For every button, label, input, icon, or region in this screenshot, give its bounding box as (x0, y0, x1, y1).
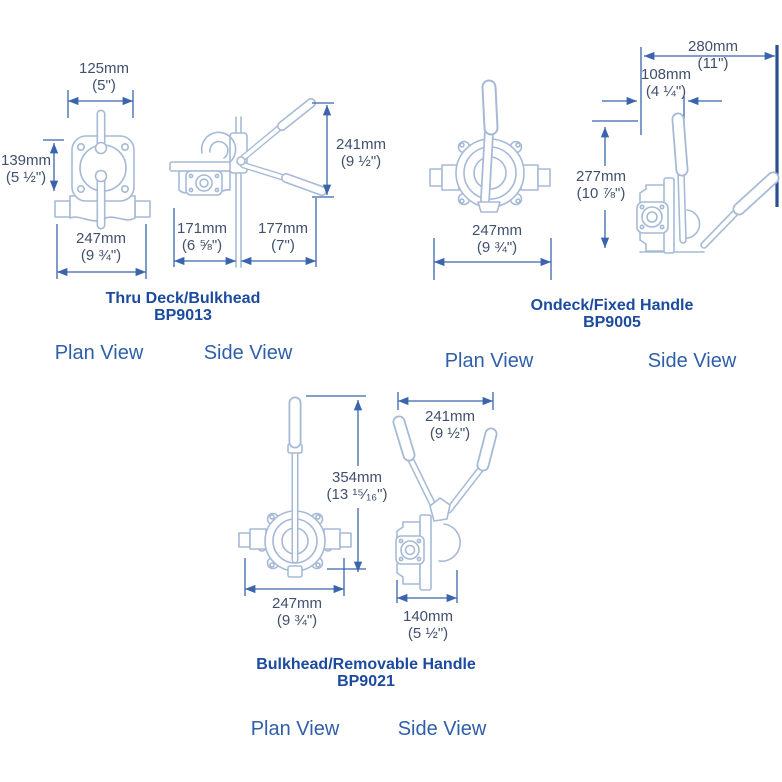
bp9005-model: BP9005 (583, 314, 641, 331)
bp9013-plan-width-bottom-dim: 247mm (9 ¾") (75, 230, 127, 264)
bp9013-plan-drawing (43, 90, 151, 279)
bp9005-side-view-label: Side View (647, 350, 737, 372)
bp9013-model: BP9013 (154, 307, 212, 324)
bp9005-title: Ondeck/Fixed Handle BP9005 (472, 297, 752, 331)
bp9013-side-height-dim: 241mm (9 ½") (335, 136, 387, 170)
bp9005-name: Ondeck/Fixed Handle (530, 297, 694, 314)
bp9021-side-depth-dim: 140mm (5 ½") (402, 608, 454, 642)
bp9013-side-depth-right-dim: 177mm (7") (257, 220, 309, 254)
bp9021-model: BP9021 (337, 673, 395, 690)
bp9005-plan-view-label: Plan View (444, 350, 534, 372)
bp9021-plan-view-label: Plan View (250, 718, 340, 740)
bp9013-title: Thru Deck/Bulkhead BP9013 (43, 290, 323, 324)
bp9021-name: Bulkhead/Removable Handle (256, 656, 476, 673)
bp9021-side-view-label: Side View (397, 718, 487, 740)
bp9021-side-width-top-dim: 241mm (9 ½") (424, 408, 476, 442)
bp9021-title: Bulkhead/Removable Handle BP9021 (226, 656, 506, 690)
bp9005-side-width-top-dim: 280mm (11") (687, 38, 739, 72)
bp9013-side-drawing (169, 98, 334, 268)
bp9005-plan-width-dim: 247mm (9 ¾") (471, 222, 523, 256)
bp9005-side-drawing (592, 45, 780, 254)
bp9005-side-offset-dim: 108mm (4 ¼") (640, 66, 692, 100)
bp9021-plan-drawing (238, 395, 366, 596)
bp9013-name: Thru Deck/Bulkhead (105, 290, 261, 307)
bp9013-side-depth-left-dim: 171mm (6 ⅝") (176, 220, 228, 254)
bp9021-plan-width-dim: 247mm (9 ¾") (271, 595, 323, 629)
bp9013-plan-view-label: Plan View (54, 342, 144, 364)
bp9005-plan-drawing (429, 79, 552, 280)
bp9013-plan-width-top-dim: 125mm (5") (78, 60, 130, 94)
bp9021-plan-height-dim: 354mm (13 ¹⁵⁄₁₆") (326, 469, 388, 503)
bp9005-side-height-dim: 277mm (10 ⅞") (575, 168, 627, 202)
bp9013-side-view-label: Side View (203, 342, 293, 364)
bp9013-plan-height-left-dim: 139mm (5 ½") (0, 152, 52, 186)
bp9021-side-drawing (392, 392, 498, 603)
